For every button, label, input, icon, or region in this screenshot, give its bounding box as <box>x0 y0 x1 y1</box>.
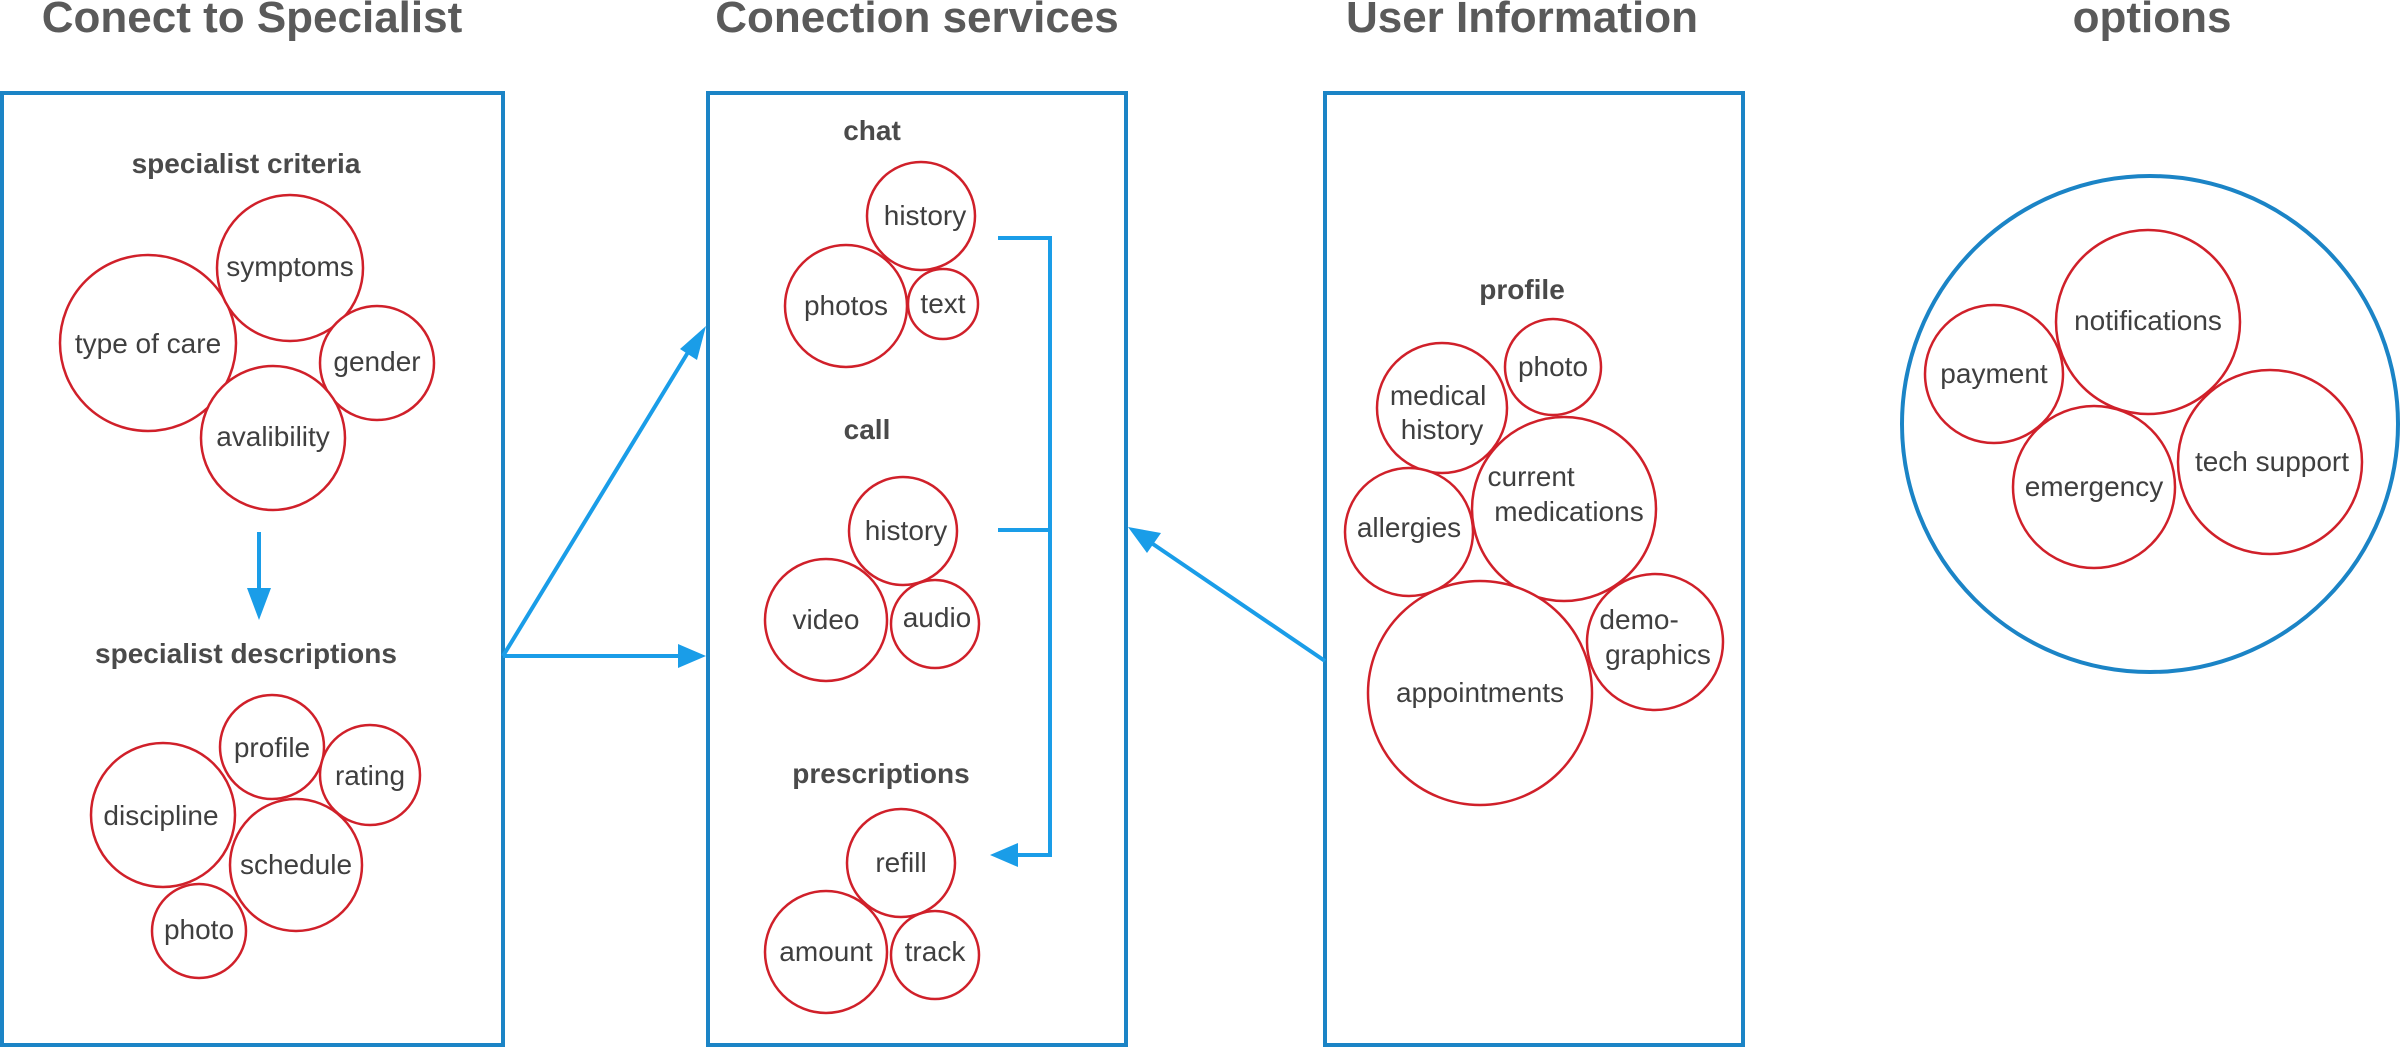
heading-connect-specialist: Conect to Specialist <box>42 0 463 42</box>
label-current-medications: current medications <box>1488 461 1644 527</box>
bubble-payment <box>1923 303 2065 445</box>
bubble-track <box>889 909 981 1001</box>
label-emergency: emergency <box>2025 471 2164 502</box>
prescriptions-title: prescriptions <box>792 758 969 789</box>
arrowhead-to-chat <box>680 326 706 360</box>
prescriptions-cluster: refill amount track <box>763 807 981 1015</box>
label-payment: payment <box>1940 358 2048 389</box>
bubble-audio <box>889 578 981 670</box>
bubble-type-of-care <box>58 253 238 433</box>
specialist-descriptions-cluster: discipline profile rating schedule photo <box>89 693 422 980</box>
label-symptoms: symptoms <box>226 251 354 282</box>
specialist-descriptions-title: specialist descriptions <box>95 638 397 669</box>
label-schedule: schedule <box>240 849 352 880</box>
panel-user-information <box>1323 91 1745 1047</box>
bubble-refill <box>845 807 957 919</box>
bubble-availability <box>199 364 347 512</box>
arrowhead-to-call <box>678 644 706 668</box>
label-text: text <box>920 288 965 319</box>
call-cluster: history video audio <box>763 475 981 683</box>
profile-title: profile <box>1479 274 1565 305</box>
call-title: call <box>844 414 891 445</box>
bubble-amount <box>763 889 889 1015</box>
label-rating: rating <box>335 760 405 791</box>
connector-bracket <box>998 236 1052 857</box>
label-discipline: discipline <box>103 800 218 831</box>
options-cluster: payment notifications emergency tech sup… <box>1923 228 2364 570</box>
bubble-emergency <box>2011 404 2177 570</box>
options-circle <box>1900 174 2400 674</box>
label-video: video <box>793 604 860 635</box>
bubble-profile <box>218 693 326 801</box>
profile-cluster: medical history photo current medication… <box>1343 317 1725 807</box>
bubble-demographics <box>1585 572 1725 712</box>
specialist-criteria-cluster: type of care symptoms gender avalibility <box>58 193 436 512</box>
heading-options: options <box>2073 0 2232 42</box>
label-tech-support: tech support <box>2195 446 2349 477</box>
bubble-schedule <box>228 797 364 933</box>
bubble-discipline <box>89 741 237 889</box>
arrowhead-to-prescriptions <box>990 843 1018 867</box>
label-availability: avalibility <box>216 421 330 452</box>
chat-title: chat <box>843 115 901 146</box>
arrowhead-down <box>247 588 271 620</box>
label-profile-photo: photo <box>1518 351 1588 382</box>
label-medical-history: medical history <box>1390 380 1494 445</box>
heading-connection-services: Conection services <box>715 0 1119 42</box>
heading-user-information: User Information <box>1346 0 1698 42</box>
arrow-to-chat <box>501 347 692 658</box>
bubble-video <box>763 557 889 683</box>
label-allergies: allergies <box>1357 512 1461 543</box>
label-chat-history: history <box>884 200 966 231</box>
bubble-photo <box>150 882 248 980</box>
bubble-appointments <box>1366 579 1594 807</box>
bubble-current-medications <box>1470 415 1658 603</box>
label-audio: audio <box>903 602 972 633</box>
label-track: track <box>905 936 967 967</box>
label-photos: photos <box>804 290 888 321</box>
arrow-from-user-info <box>1148 540 1327 663</box>
label-type-of-care: type of care <box>75 328 221 359</box>
bubble-text <box>906 267 980 341</box>
bubble-chat-history <box>865 160 977 272</box>
bubble-tech-support <box>2176 368 2364 556</box>
bubble-rating <box>318 723 422 827</box>
label-notifications: notifications <box>2074 305 2222 336</box>
label-appointments: appointments <box>1396 677 1564 708</box>
label-call-history: history <box>865 515 947 546</box>
label-demographics: demo- graphics <box>1599 604 1711 670</box>
bubble-symptoms <box>215 193 365 343</box>
label-photo: photo <box>164 914 234 945</box>
label-gender: gender <box>333 346 420 377</box>
bubble-call-history <box>847 475 959 587</box>
chat-cluster: history photos text <box>783 160 980 369</box>
label-amount: amount <box>779 936 873 967</box>
panel-connection-services <box>706 91 1128 1047</box>
specialist-criteria-title: specialist criteria <box>132 148 361 179</box>
label-refill: refill <box>875 847 926 878</box>
panel-connect-specialist <box>0 91 505 1047</box>
bubble-profile-photo <box>1503 317 1603 417</box>
bubble-notifications <box>2054 228 2242 416</box>
bubble-gender <box>318 304 436 422</box>
bubble-allergies <box>1343 466 1475 598</box>
arrowhead-from-user-info <box>1128 527 1161 553</box>
bubble-medical-history <box>1375 341 1509 475</box>
label-profile: profile <box>234 732 310 763</box>
